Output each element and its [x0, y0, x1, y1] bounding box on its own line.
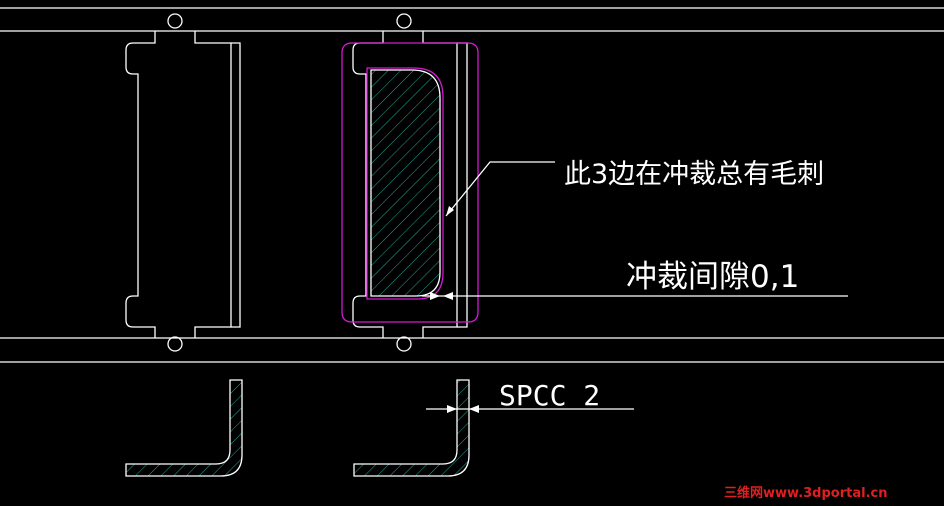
bent-part-section-left [125, 379, 243, 477]
strip-edges [0, 7, 944, 363]
hatched-slug [366, 67, 444, 300]
burr-leader [445, 161, 555, 217]
left-station-profile [125, 31, 241, 338]
pilot-holes [167, 13, 412, 352]
clearance-note: 冲裁间隙0,1 [626, 259, 799, 295]
burr-note: 此3边在冲裁总有毛刺 [564, 159, 824, 190]
watermark: 三维网www.3dportal.cn [724, 485, 887, 501]
bent-part-section-right [353, 379, 470, 477]
material-note: SPCC 2 [499, 379, 600, 412]
thickness-dimension [426, 405, 634, 413]
clearance-dimension [422, 292, 848, 300]
punch-outline [341, 42, 479, 323]
